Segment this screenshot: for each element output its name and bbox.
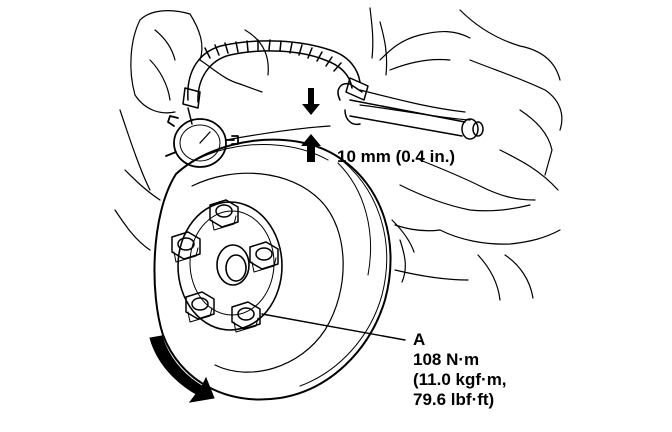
callout-letter: A (413, 330, 426, 349)
lug-nut (209, 199, 239, 231)
runout-measurement-label: 10 mm (0.4 in.) (337, 147, 456, 166)
tie-rod (337, 82, 484, 140)
lug-nut (249, 241, 279, 273)
rotation-arrow-icon (149, 335, 215, 403)
torque-lbfft: 79.6 lbf·ft) (413, 390, 495, 409)
down-arrow-icon (302, 88, 320, 115)
wheel-hub (177, 201, 283, 331)
lug-nut (185, 291, 215, 323)
lug-nut (231, 301, 261, 333)
dial-indicator-icon (165, 115, 331, 168)
up-arrow-icon (301, 134, 321, 162)
lug-nut (171, 231, 201, 263)
torque-kgfm: (11.0 kgf·m, (413, 370, 507, 389)
torque-nm: 108 N·m (413, 350, 480, 369)
dial-indicator-arm (182, 39, 369, 125)
callout-leader-line (261, 313, 406, 341)
callout-a: A 108 N·m (11.0 kgf·m, 79.6 lbf·ft) (413, 330, 507, 410)
